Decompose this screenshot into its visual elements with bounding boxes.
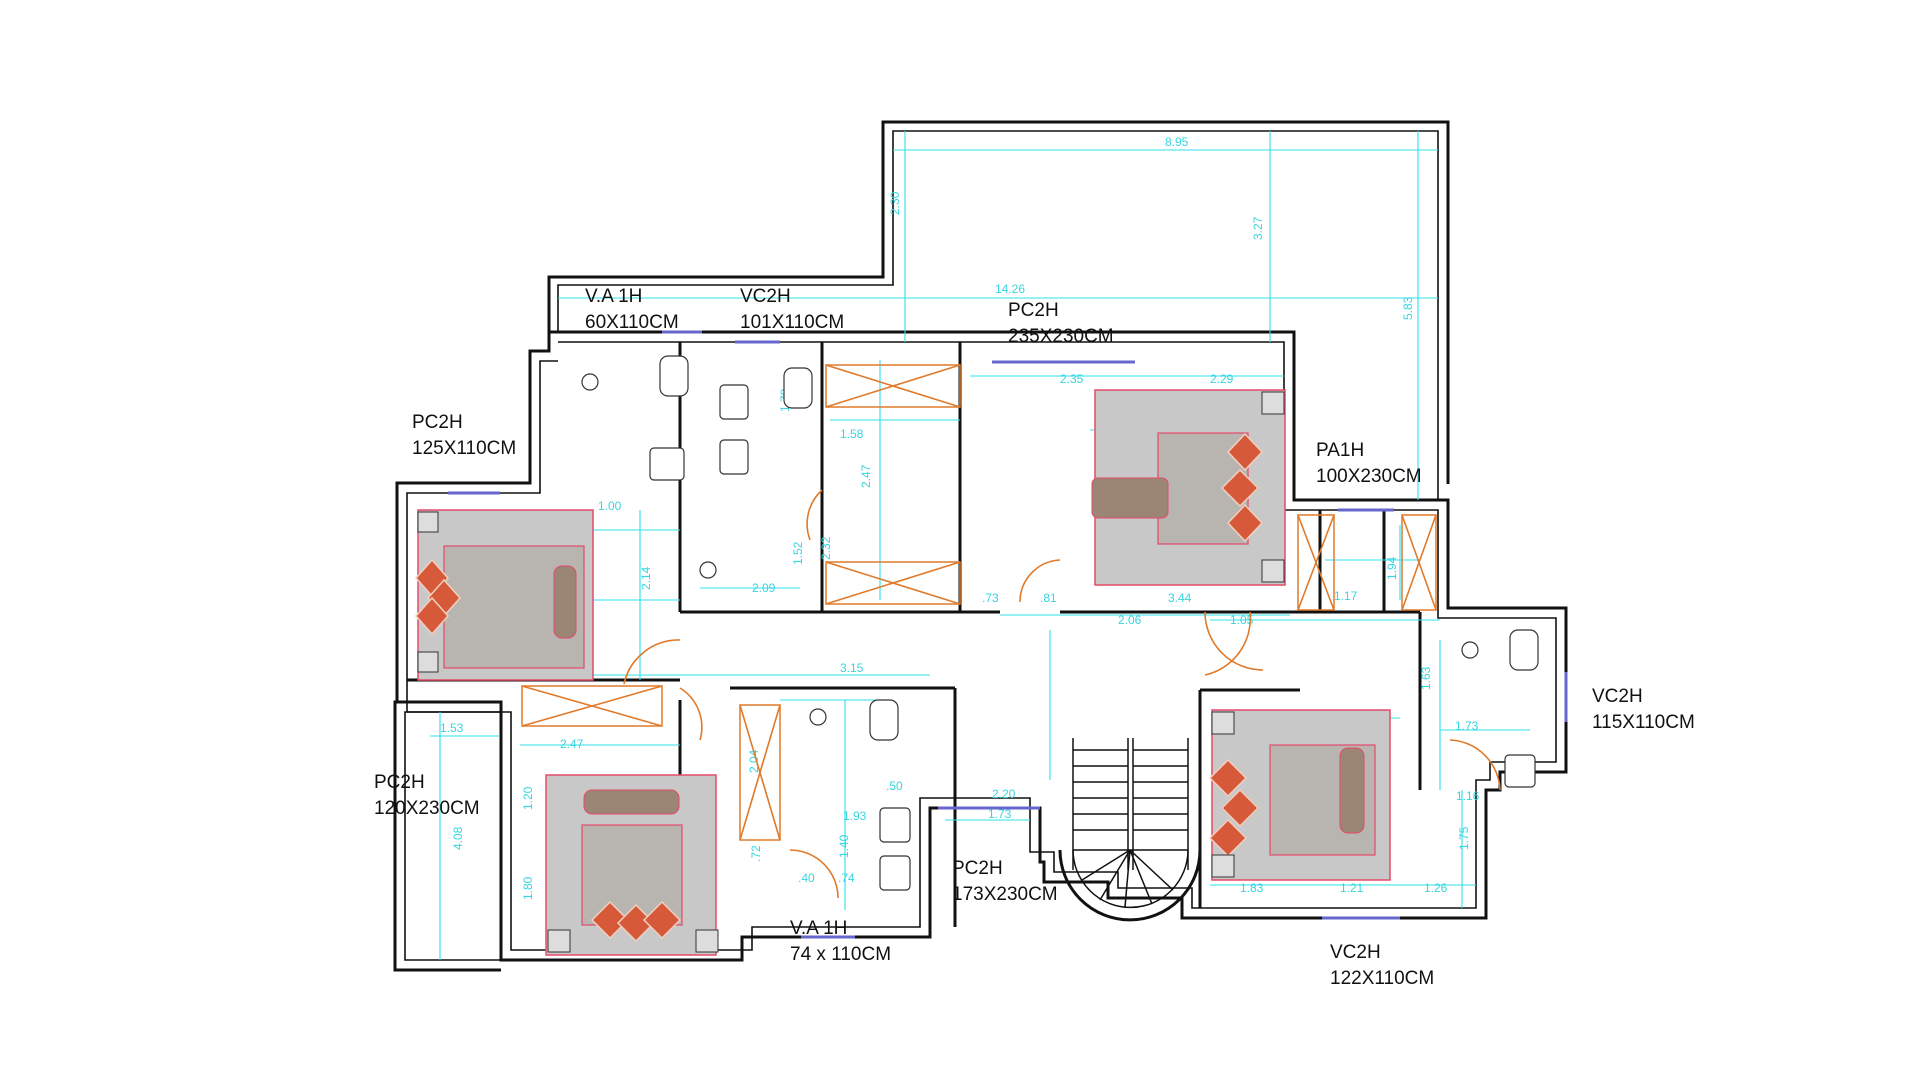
dimension-label: 8.95	[1165, 135, 1189, 149]
dimension-label: 1.73	[1455, 719, 1479, 733]
bed-lower-right	[1208, 709, 1391, 881]
dimension-label: 1.17	[1334, 589, 1358, 603]
dimension-label: 3.44	[1168, 591, 1192, 605]
dimension-label: 1.20	[521, 786, 535, 810]
door-swings	[623, 489, 1501, 899]
dimension-label: 3.27	[1251, 216, 1265, 240]
bed-lower-left	[545, 774, 719, 956]
dimension-label: .74	[838, 871, 855, 885]
dimension-label: 4.08	[451, 826, 465, 850]
dimension-label: 1.53	[440, 721, 464, 735]
dimension-label: 1.40	[837, 834, 851, 858]
dimension-label: 2.29	[1210, 372, 1234, 386]
label-pa1h-size: 100X230CM	[1316, 466, 1422, 487]
dimension-label: 1.58	[840, 427, 864, 441]
toilet-top-left	[659, 355, 689, 397]
dimension-label: .73	[982, 591, 999, 605]
dimension-label: 2.14	[639, 566, 653, 590]
dimension-label: 1.16	[1456, 789, 1480, 803]
label-va1h-bottom-size: 74 x 110CM	[790, 944, 891, 965]
bath-fixtures	[581, 355, 1539, 891]
opening-labels: V.A 1H 60X110CM VC2H 101X110CM PC2H 235X…	[374, 286, 1695, 989]
label-va1h-bottom-type: V.A 1H	[790, 918, 847, 939]
label-vc2h-top-size: 101X110CM	[740, 312, 844, 333]
dimension-label: 1.73	[988, 807, 1012, 821]
label-pc2h-lower-left-type: PC2H	[374, 772, 425, 793]
toilet-top-mid	[783, 367, 813, 409]
dimension-label: 2.32	[819, 536, 833, 560]
sink-lower-2	[879, 855, 911, 891]
dimension-label: 3.15	[840, 661, 864, 675]
shower-drain-top	[581, 373, 599, 391]
label-pc2h-left-type: PC2H	[412, 412, 463, 433]
toilet-lower	[869, 699, 899, 741]
dimension-label: 2.35	[1060, 372, 1084, 386]
dimension-label: 1.80	[521, 876, 535, 900]
closets	[521, 364, 1437, 841]
dimension-label: 5.83	[1401, 296, 1415, 320]
label-pc2h-bottom-type: PC2H	[952, 858, 1003, 879]
sink-right	[1504, 754, 1536, 788]
toilet-right	[1509, 629, 1539, 671]
label-pa1h-type: PA1H	[1316, 440, 1364, 461]
dimension-label: 1.63	[1419, 666, 1433, 690]
balcony-left-inner	[404, 711, 501, 961]
dimension-label: .50	[886, 779, 903, 793]
sink-top-left	[649, 447, 685, 481]
dimension-label: 1.21	[1340, 881, 1364, 895]
sink-top-mid-2	[719, 439, 749, 475]
dimension-label: 2.04	[747, 749, 761, 773]
dimension-label: 2.47	[859, 464, 873, 488]
shower-drain-mid	[699, 561, 717, 579]
dimension-label: .81	[1040, 591, 1057, 605]
dimension-label: 1.26	[1424, 881, 1448, 895]
label-pc2h-top-type: PC2H	[1008, 300, 1059, 321]
dimension-label: .40	[798, 871, 815, 885]
dimension-label: 1.05	[1230, 613, 1254, 627]
label-pc2h-left-size: 125X110CM	[412, 438, 516, 459]
bed-master	[1091, 389, 1286, 586]
label-pc2h-lower-left-size: 120X230CM	[374, 798, 480, 819]
shower-drain-right	[1461, 641, 1479, 659]
sink-top-mid-1	[719, 384, 749, 420]
bed-left	[414, 509, 594, 681]
dimension-label: 1.75	[1457, 826, 1471, 850]
label-vc2h-bottom-size: 122X110CM	[1330, 968, 1434, 989]
dimension-label: 2.47	[560, 737, 584, 751]
shower-drain-lower	[809, 708, 827, 726]
label-va1h-top-type: V.A 1H	[585, 286, 642, 307]
balcony-left-outline	[393, 700, 501, 972]
sink-lower-1	[879, 807, 911, 843]
terrace-inner-outline	[557, 130, 1439, 500]
label-pc2h-bottom-size: 173X230CM	[952, 884, 1058, 905]
dimension-label: 14.26	[995, 282, 1025, 296]
label-vc2h-right-size: 115X110CM	[1592, 712, 1695, 733]
label-vc2h-right-type: VC2H	[1592, 686, 1643, 707]
dimension-label: 1.52	[791, 541, 805, 565]
dimension-label: 1.83	[1240, 881, 1264, 895]
dimension-label: 1.93	[843, 809, 867, 823]
terrace-outline	[547, 120, 1450, 484]
dimension-label: 1.94	[1385, 556, 1399, 580]
dimension-label: 2.20	[992, 787, 1016, 801]
label-vc2h-bottom-type: VC2H	[1330, 942, 1381, 963]
label-va1h-top-size: 60X110CM	[585, 312, 679, 333]
windows	[448, 330, 1568, 939]
dimension-label: .72	[749, 845, 763, 862]
staircase	[1058, 738, 1202, 922]
dimension-label: 2.09	[752, 581, 776, 595]
dimension-label: 2.30	[888, 191, 902, 215]
label-vc2h-top-type: VC2H	[740, 286, 791, 307]
dimension-label: 1.00	[598, 499, 622, 513]
dimension-label: 2.06	[1118, 613, 1142, 627]
label-pc2h-top-size: 235X230CM	[1008, 326, 1114, 347]
